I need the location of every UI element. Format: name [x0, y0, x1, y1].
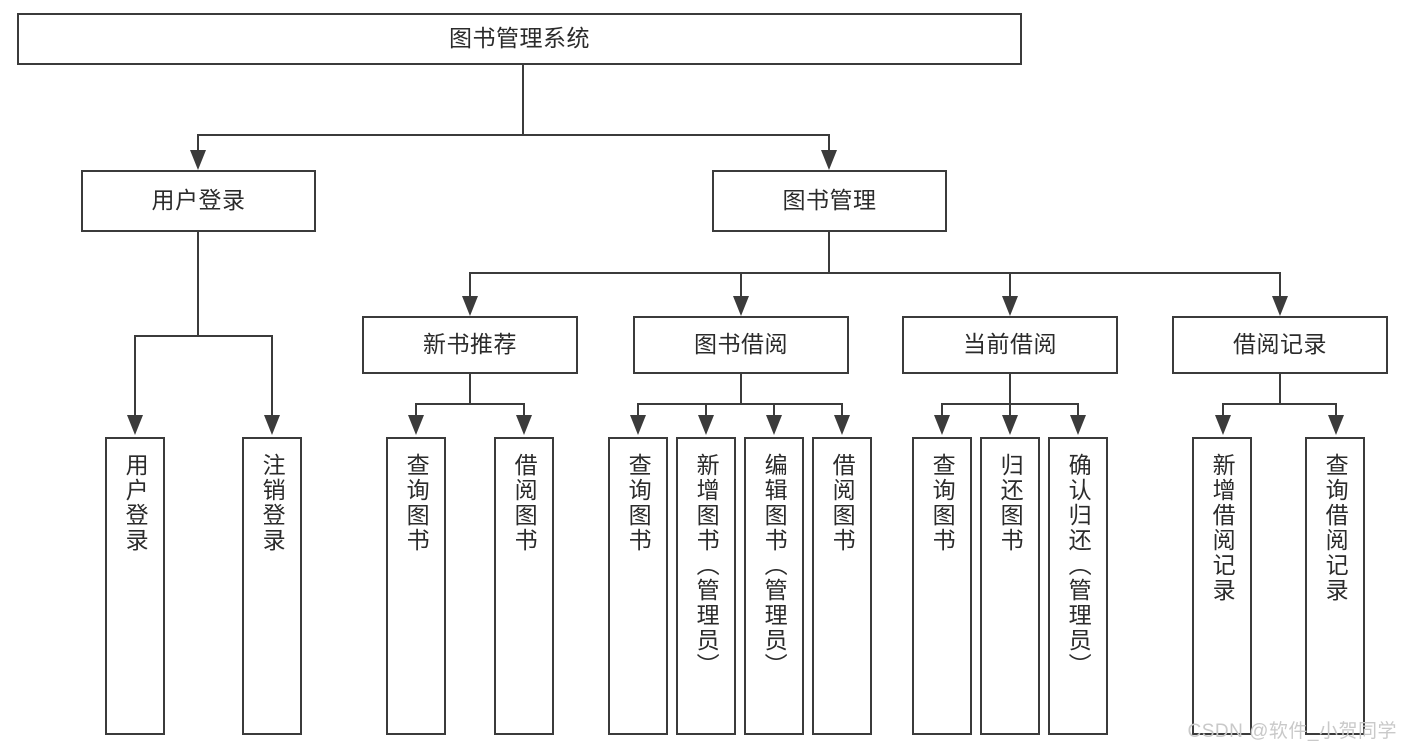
leaf-label: 借阅图书	[829, 453, 856, 553]
leaf-cb-query-book[interactable]: 查询图书	[912, 437, 972, 735]
node-new-book-recommend[interactable]: 新书推荐	[362, 316, 578, 374]
leaf-nbr-borrow-book[interactable]: 借阅图书	[494, 437, 554, 735]
node-label: 用户登录	[151, 187, 246, 214]
leaf-user-login-user-login[interactable]: 用户登录	[105, 437, 165, 735]
arrowhead-bb-leaf-3	[766, 415, 782, 435]
arrowhead-nbr-leaf-1	[408, 415, 424, 435]
leaf-bb-query-book[interactable]: 查询图书	[608, 437, 668, 735]
leaf-label: 用户登录	[122, 453, 149, 553]
node-label: 借阅记录	[1233, 331, 1327, 358]
node-label: 新书推荐	[423, 331, 517, 358]
node-label: 图书管理	[782, 187, 877, 214]
node-book-management[interactable]: 图书管理	[712, 170, 947, 232]
connector-br-fanbar	[1222, 403, 1337, 405]
connector-cb-drop-3	[1077, 403, 1079, 421]
connector-book-management-fanbar	[469, 272, 1281, 274]
node-user-login[interactable]: 用户登录	[81, 170, 316, 232]
connector-user-login-stem	[197, 232, 199, 336]
connector-root-fanbar	[197, 134, 829, 136]
node-borrow-record[interactable]: 借阅记录	[1172, 316, 1388, 374]
leaf-label: 编辑图书（管理员）	[761, 453, 788, 678]
leaf-br-query-record[interactable]: 查询借阅记录	[1305, 437, 1365, 735]
node-label: 图书借阅	[694, 331, 788, 358]
connector-nbr-stem	[469, 374, 471, 404]
connector-user-login-drop-2	[271, 335, 273, 421]
connector-bb-drop-4	[841, 403, 843, 421]
arrowhead-nbr-leaf-2	[516, 415, 532, 435]
connector-root-to-book-management	[828, 134, 830, 156]
connector-br-drop-2	[1335, 403, 1337, 421]
leaf-cb-return-book[interactable]: 归还图书	[980, 437, 1040, 735]
leaf-label: 归还图书	[997, 453, 1024, 553]
connector-bb-drop-3	[773, 403, 775, 421]
leaf-bb-add-book-admin[interactable]: 新增图书（管理员）	[676, 437, 736, 735]
leaf-label: 查询图书	[403, 453, 430, 553]
leaf-label: 新增图书（管理员）	[693, 453, 720, 678]
node-label: 当前借阅	[963, 331, 1057, 358]
arrowhead-bb-leaf-1	[630, 415, 646, 435]
leaf-cb-confirm-return-admin[interactable]: 确认归还（管理员）	[1048, 437, 1108, 735]
arrowhead-user-login-leaf-2	[264, 415, 280, 435]
connector-root-stem	[522, 65, 524, 135]
arrowhead-bm-to-borrow-record	[1272, 296, 1288, 316]
leaf-nbr-query-book[interactable]: 查询图书	[386, 437, 446, 735]
connector-br-stem	[1279, 374, 1281, 404]
leaf-br-add-record[interactable]: 新增借阅记录	[1192, 437, 1252, 735]
arrowhead-user-login-leaf-1	[127, 415, 143, 435]
leaf-label: 查询图书	[929, 453, 956, 553]
arrowhead-root-to-book-management	[821, 150, 837, 170]
arrowhead-bm-to-new-book-recommend	[462, 296, 478, 316]
node-root-book-management-system[interactable]: 图书管理系统	[17, 13, 1022, 65]
leaf-label: 确认归还（管理员）	[1065, 453, 1092, 678]
leaf-label: 查询借阅记录	[1322, 453, 1349, 603]
connector-br-drop-1	[1222, 403, 1224, 421]
leaf-user-login-logout[interactable]: 注销登录	[242, 437, 302, 735]
leaf-label: 注销登录	[259, 453, 286, 553]
arrowhead-br-leaf-1	[1215, 415, 1231, 435]
leaf-label: 借阅图书	[511, 453, 538, 553]
connector-cb-stem	[1009, 374, 1011, 404]
connector-book-management-stem	[828, 232, 830, 274]
connector-bb-drop-1	[637, 403, 639, 421]
leaf-bb-edit-book-admin[interactable]: 编辑图书（管理员）	[744, 437, 804, 735]
connector-bm-drop-4	[1279, 272, 1281, 302]
arrowhead-cb-leaf-1	[934, 415, 950, 435]
arrowhead-bb-leaf-2	[698, 415, 714, 435]
leaf-label: 查询图书	[625, 453, 652, 553]
arrowhead-root-to-user-login	[190, 150, 206, 170]
connector-nbr-fanbar	[415, 403, 525, 405]
connector-nbr-drop-2	[523, 403, 525, 421]
connector-bm-drop-1	[469, 272, 471, 302]
connector-bb-stem	[740, 374, 742, 404]
connector-bb-drop-2	[705, 403, 707, 421]
node-label: 图书管理系统	[449, 25, 590, 52]
connector-bm-drop-2	[740, 272, 742, 302]
connector-user-login-fanbar	[134, 335, 273, 337]
arrowhead-bb-leaf-4	[834, 415, 850, 435]
arrowhead-cb-leaf-2	[1002, 415, 1018, 435]
connector-bb-fanbar	[637, 403, 843, 405]
arrowhead-bm-to-current-borrow	[1002, 296, 1018, 316]
connector-cb-drop-1	[941, 403, 943, 421]
node-book-borrow[interactable]: 图书借阅	[633, 316, 849, 374]
arrowhead-br-leaf-2	[1328, 415, 1344, 435]
arrowhead-cb-leaf-3	[1070, 415, 1086, 435]
arrowhead-bm-to-book-borrow	[733, 296, 749, 316]
connector-nbr-drop-1	[415, 403, 417, 421]
leaf-label: 新增借阅记录	[1209, 453, 1236, 603]
leaf-bb-borrow-book[interactable]: 借阅图书	[812, 437, 872, 735]
connector-cb-drop-2	[1009, 403, 1011, 421]
node-current-borrow[interactable]: 当前借阅	[902, 316, 1118, 374]
connector-root-to-user-login	[197, 134, 199, 156]
connector-user-login-drop-1	[134, 335, 136, 421]
connector-bm-drop-3	[1009, 272, 1011, 302]
